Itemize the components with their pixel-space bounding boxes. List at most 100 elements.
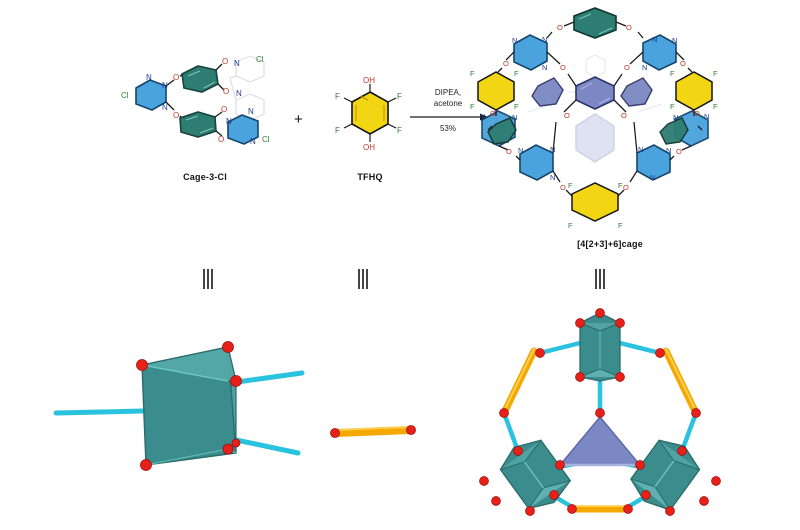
svg-text:N: N [234, 59, 240, 68]
assembly-vertices [479, 308, 721, 516]
linker-rod-body [332, 426, 414, 437]
equivalence-bar [211, 269, 213, 289]
plus-sign: + [294, 111, 303, 128]
svg-text:N: N [652, 35, 657, 44]
product-cage-label: [4[2+3]+6]cage [577, 239, 643, 249]
prism-vertices [136, 341, 242, 471]
equivalence-symbol-middle [358, 269, 368, 289]
svg-text:F: F [568, 181, 573, 190]
svg-text:N: N [512, 113, 517, 122]
svg-text:N: N [480, 112, 485, 121]
svg-text:F: F [670, 102, 675, 111]
svg-text:N: N [226, 117, 232, 126]
reaction-arrow [410, 113, 488, 123]
arene-ring-purple-center [575, 76, 615, 110]
triazine-ring-lower-right [227, 114, 259, 145]
arene-rings-yellow [477, 71, 713, 222]
svg-text:N: N [638, 145, 643, 154]
svg-text:N: N [642, 63, 647, 72]
assembly-yellow-rods [502, 347, 698, 513]
svg-text:O: O [676, 147, 682, 156]
svg-text:O: O [626, 23, 632, 32]
tfhq-bonds [343, 84, 397, 142]
svg-text:F: F [514, 69, 519, 78]
svg-text:O: O [503, 59, 509, 68]
svg-text:N: N [512, 36, 517, 45]
svg-text:O: O [557, 23, 563, 32]
reactant-cage-3-cl-label: Cage-3-Cl [183, 172, 227, 182]
equivalence-bar [358, 269, 360, 289]
svg-text:F: F [335, 92, 340, 101]
tfhq-ring [351, 91, 389, 135]
svg-text:N: N [650, 173, 655, 182]
svg-text:N: N [704, 112, 709, 121]
svg-text:O: O [506, 147, 512, 156]
svg-text:N: N [248, 107, 254, 116]
product-cage-structure: O O O O O O O O O O O O O O N N N N N N [468, 7, 722, 236]
svg-text:O: O [694, 109, 700, 118]
svg-text:O: O [560, 183, 566, 192]
svg-text:N: N [542, 35, 547, 44]
svg-text:F: F [335, 126, 340, 135]
svg-text:O: O [173, 111, 179, 120]
svg-text:N: N [550, 145, 555, 154]
svg-text:O: O [218, 135, 224, 144]
svg-text:Cl: Cl [256, 55, 264, 64]
svg-text:O: O [624, 63, 630, 72]
central-triangle [558, 415, 642, 467]
svg-text:O: O [173, 73, 179, 82]
rod-vertex [330, 428, 340, 438]
arrow-reagents-line1: DIPEA, [434, 88, 462, 97]
tfhq-atom-labels: OH OH F F F F [335, 76, 402, 152]
svg-text:N: N [672, 36, 677, 45]
svg-text:OH: OH [363, 143, 375, 152]
reactant-tfhq-label: TFHQ [357, 172, 383, 182]
atom-labels: Cl Cl Cl O O O O O O N N N N N N N N [121, 55, 270, 146]
svg-text:Cl: Cl [121, 91, 129, 100]
svg-text:F: F [568, 221, 573, 230]
svg-text:F: F [397, 126, 402, 135]
svg-text:O: O [222, 57, 228, 66]
arrow-yield: 53% [439, 124, 456, 133]
svg-text:N: N [236, 89, 242, 98]
cage-atom-labels: O O O O O O O O O O O O O O N N N N N N [470, 23, 718, 230]
assembly-prism-top [579, 312, 621, 382]
equivalence-bar [203, 269, 205, 289]
equivalence-bar [603, 269, 605, 289]
equivalence-bar [595, 269, 597, 289]
arene-rings-purple-side [531, 77, 653, 107]
svg-text:N: N [162, 81, 168, 90]
ghost-back-fragment [229, 55, 265, 121]
svg-text:F: F [618, 221, 623, 230]
svg-text:N: N [666, 146, 671, 155]
bond-lines [165, 63, 225, 137]
cage-bond-lines [487, 21, 703, 197]
svg-text:O: O [623, 183, 629, 192]
svg-text:O: O [560, 63, 566, 72]
svg-text:F: F [470, 102, 475, 111]
svg-text:F: F [470, 69, 475, 78]
arene-ring-teal-top [573, 7, 617, 39]
reactant-cage-3-cl-structure: Cl Cl Cl O O O O O O N N N N N N N N [118, 38, 293, 168]
arrow-reagents-line2: acetone [433, 99, 463, 108]
svg-text:N: N [673, 113, 678, 122]
svg-text:O: O [223, 87, 229, 96]
svg-text:N: N [518, 146, 523, 155]
schematic-trigonal-prism [50, 325, 320, 525]
svg-text:F: F [670, 69, 675, 78]
rod-vertex [406, 425, 416, 435]
equivalence-bar [207, 269, 209, 289]
svg-text:Cl: Cl [262, 135, 270, 144]
svg-text:F: F [618, 181, 623, 190]
equivalence-bar [599, 269, 601, 289]
svg-text:N: N [250, 137, 256, 146]
svg-text:F: F [514, 102, 519, 111]
svg-text:F: F [713, 102, 718, 111]
arene-ring-teal-top [181, 65, 219, 93]
equivalence-symbol-right [595, 269, 605, 289]
reactant-tfhq-structure: OH OH F F F F [330, 70, 410, 165]
schematic-assembled-cage [468, 295, 733, 530]
svg-text:O: O [221, 105, 227, 114]
equivalence-bar [366, 269, 368, 289]
